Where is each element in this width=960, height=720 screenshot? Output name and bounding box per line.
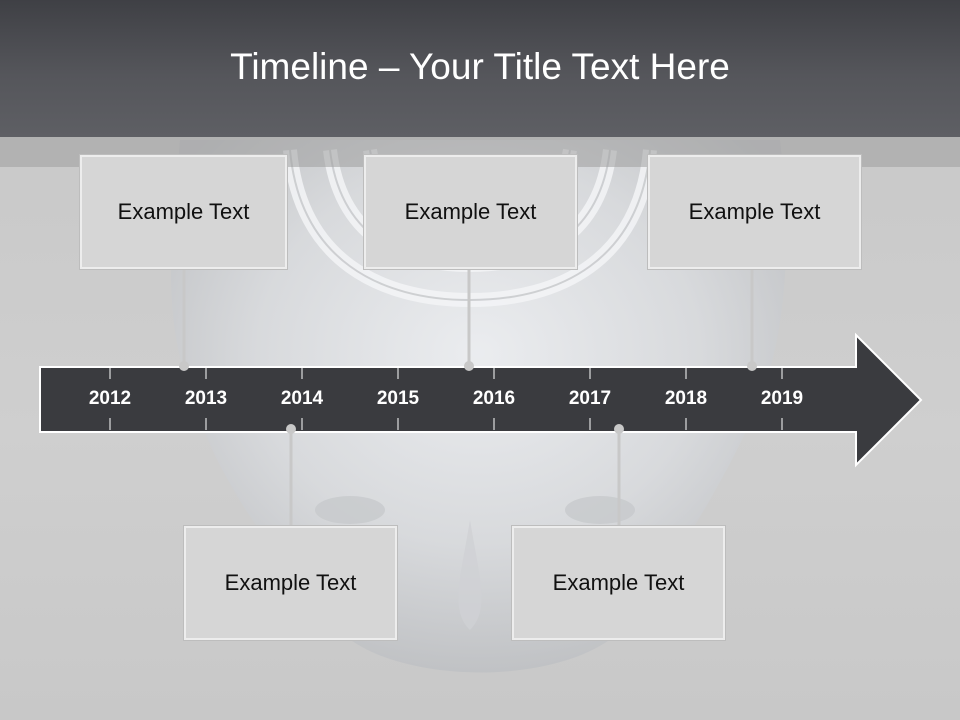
year-labels: 2012 2013 2014 2015 2016 2017 2018 2019 [89,388,803,409]
event-text: Example Text [688,199,821,224]
event-box-2[interactable]: Example Text [364,155,577,269]
connector-dot-3 [747,361,757,371]
event-box-5[interactable]: Example Text [512,526,725,640]
year-label-2018: 2018 [665,388,707,409]
event-box-3[interactable]: Example Text [648,155,861,269]
event-text: Example Text [404,199,537,224]
year-label-2017: 2017 [569,388,611,409]
event-box-4[interactable]: Example Text [184,526,397,640]
event-box-1[interactable]: Example Text [80,155,287,269]
title-bar [0,0,960,137]
event-text: Example Text [224,570,357,595]
connector-dot-4 [286,424,296,434]
year-label-2015: 2015 [377,388,420,409]
year-label-2014: 2014 [281,388,324,409]
year-label-2012: 2012 [89,388,131,409]
timeline-arrow [39,332,923,468]
connector-dot-5 [614,424,624,434]
year-label-2019: 2019 [761,388,803,409]
connector-dot-2 [464,361,474,371]
event-text: Example Text [552,570,685,595]
slide-title[interactable]: Timeline – Your Title Text Here [230,46,730,87]
connector-dots [179,361,757,434]
year-ticks [109,367,783,430]
year-label-2016: 2016 [473,388,515,409]
connector-dot-1 [179,361,189,371]
event-text: Example Text [117,199,250,224]
connector-lines [182,269,754,526]
year-label-2013: 2013 [185,388,227,409]
